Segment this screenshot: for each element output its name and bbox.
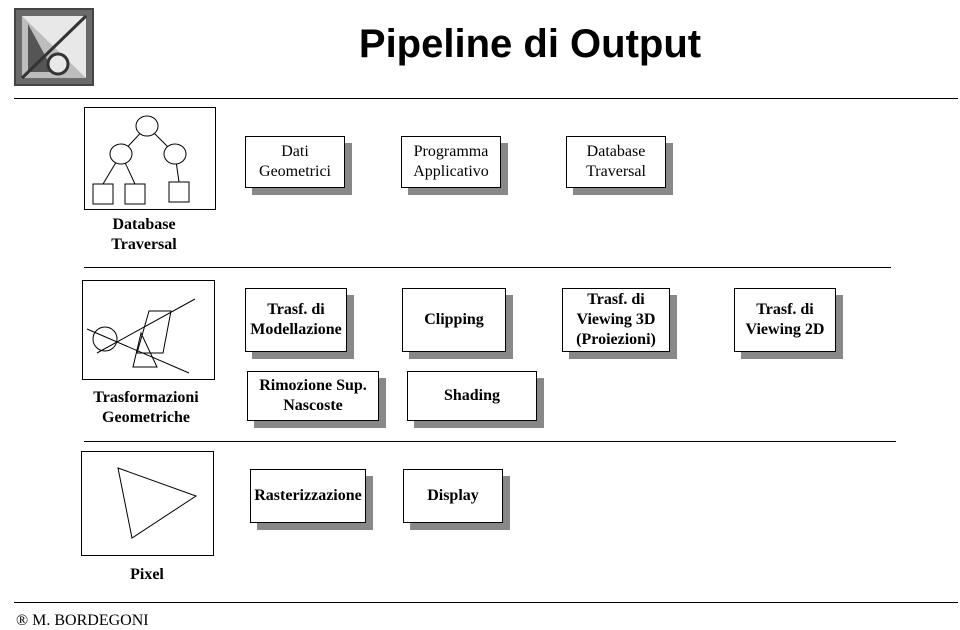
- step-trasf-viewing-3d: Trasf. di Viewing 3D (Proiezioni): [562, 288, 670, 352]
- caption-pixel: Pixel: [130, 566, 164, 583]
- triangle-figure: [81, 451, 214, 556]
- step-trasf-modellazione: Trasf. di Modellazione: [245, 288, 347, 352]
- page-title: Pipeline di Output: [358, 22, 702, 66]
- caption-database-traversal: Database Traversal: [111, 216, 177, 253]
- section-divider-2: [84, 441, 896, 442]
- step-database-traversal: Database Traversal: [566, 136, 666, 188]
- step-dati-geometrici: Dati Geometrici: [245, 136, 345, 188]
- caption-trasformazioni-geometriche: Trasformazioni Geometriche: [93, 389, 199, 426]
- footer-divider: [14, 602, 958, 603]
- section-divider-1: [84, 267, 891, 268]
- footer-copyright: ® M. BORDEGONI: [16, 612, 149, 629]
- step-rasterizzazione: Rasterizzazione: [250, 469, 366, 523]
- step-trasf-viewing-2d: Trasf. di Viewing 2D: [734, 288, 836, 352]
- step-programma-applicativo: Programma Applicativo: [401, 136, 501, 188]
- step-display: Display: [403, 469, 503, 523]
- step-clipping: Clipping: [402, 288, 506, 352]
- logo-icon: [14, 8, 94, 86]
- step-shading: Shading: [407, 371, 537, 421]
- title-divider: [14, 98, 958, 99]
- transform-figure: [82, 280, 215, 380]
- tree-figure: [84, 107, 216, 210]
- step-rimozione-superfici-nascoste: Rimozione Sup. Nascoste: [247, 371, 379, 421]
